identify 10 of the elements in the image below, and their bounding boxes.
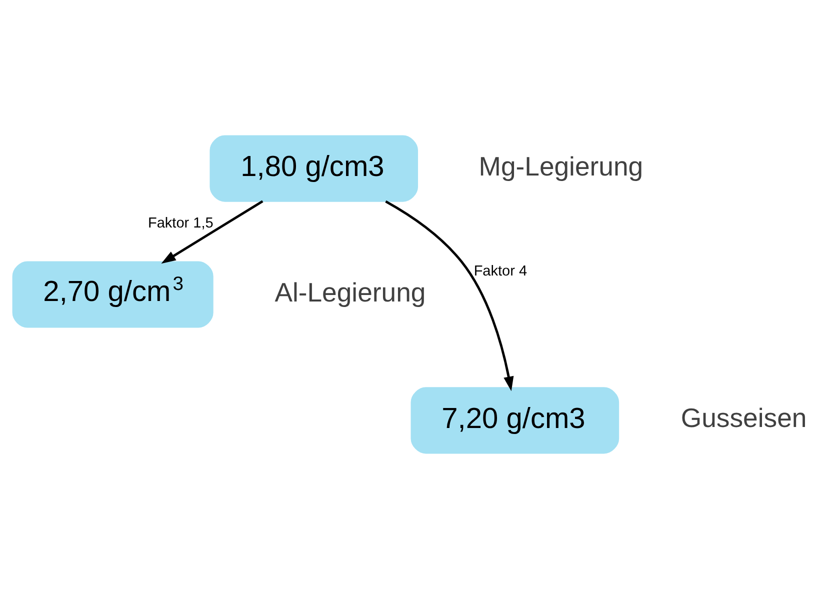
edge-label: Faktor 1,5 <box>148 215 214 232</box>
node-label: Mg-Legierung <box>478 151 644 182</box>
node-label: Gusseisen <box>680 403 807 434</box>
node-box: 2,70 g/cm$^{3}$ <box>12 261 214 328</box>
node-box: 7,20 g/cm3 <box>410 387 620 454</box>
node-box: 1,80 g/cm3 <box>210 135 418 202</box>
node-label: Al-Legierung <box>274 277 426 308</box>
edge-label: Faktor 4 <box>474 263 528 280</box>
arrow <box>161 200 264 264</box>
arrow <box>385 200 514 392</box>
